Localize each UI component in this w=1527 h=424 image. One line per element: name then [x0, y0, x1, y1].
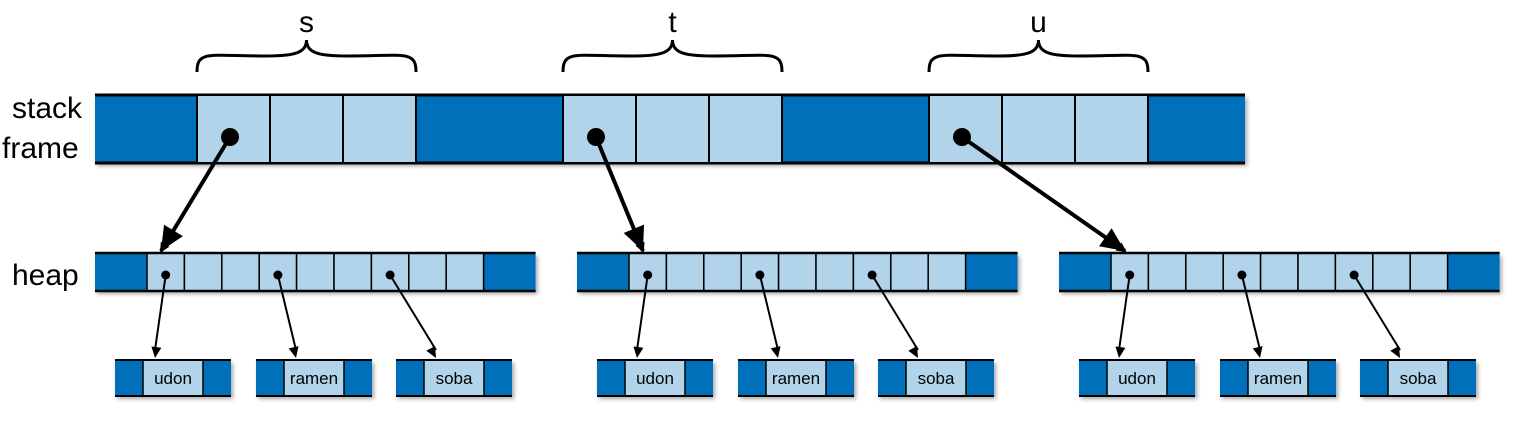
heap-to-string-arrow [1240, 274, 1261, 351]
variable-name: s [299, 6, 314, 39]
heap-to-string-arrow [1118, 274, 1131, 351]
heap-to-string-arrowhead [151, 346, 162, 358]
string-content-cell [624, 359, 686, 397]
string-content-cell [283, 359, 345, 397]
string-text: udon [636, 369, 674, 388]
pointer-arrows [151, 135, 1401, 358]
brace [927, 39, 1150, 73]
stack-cell [1074, 94, 1149, 164]
heap-buffer-t: udon ramen soba [577, 251, 1018, 397]
string-text: soba [1400, 369, 1437, 388]
heap-cell [927, 252, 967, 292]
heap-buffer-u: udon ramen soba [1059, 251, 1500, 397]
string-text: soba [436, 369, 473, 388]
heap-to-string-arrowhead [1252, 346, 1263, 358]
heap-to-string-arrow [276, 274, 297, 351]
heap-cell [1372, 252, 1411, 292]
string-text: ramen [290, 369, 338, 388]
heap-cell [295, 252, 335, 292]
stack-to-heap-arrowhead [1099, 228, 1125, 251]
string-udon: udon [115, 359, 231, 397]
string-content-cell [423, 359, 485, 397]
stack-variable-groups: s t u [195, 6, 1150, 164]
stack-frame-label-line1: stack [12, 92, 83, 125]
stack-variable-u: u [927, 6, 1150, 164]
heap-to-string-arrowhead [1390, 345, 1400, 358]
heap-cell [777, 252, 817, 292]
stack-to-heap-arrow [960, 135, 1127, 253]
stack-frame: s t u [95, 6, 1245, 165]
heap-to-string-arrow [1353, 274, 1401, 351]
stack-variable-s: s [195, 6, 418, 164]
string-soba: soba [1360, 359, 1476, 397]
heap-to-string-arrow [758, 274, 779, 351]
heap-to-string-arrow [636, 274, 649, 351]
brace [195, 39, 418, 73]
heap-label: heap [12, 259, 79, 292]
string-ramen: ramen [256, 359, 372, 397]
stack-cell [269, 94, 344, 164]
heap-buffers: udon ramen soba udon ramen soba udon ramen soba [95, 251, 1500, 397]
heap-cell [1259, 252, 1299, 292]
heap-cell [1147, 252, 1187, 292]
string-ramen: ramen [738, 359, 854, 397]
stack-cell [1001, 94, 1076, 164]
heap-cell [665, 252, 705, 292]
heap-to-string-arrow [389, 274, 437, 351]
variable-name: t [668, 6, 677, 39]
heap-cell [890, 252, 929, 292]
string-text: ramen [772, 369, 820, 388]
heap-buffer-s: udon ramen soba [95, 251, 536, 397]
heap-cell [221, 252, 260, 292]
variable-name: u [1030, 6, 1047, 39]
heap-cell [333, 252, 373, 292]
heap-cell [408, 252, 447, 292]
heap-cell [1185, 252, 1224, 292]
heap-to-string-arrowhead [288, 346, 299, 358]
stack-variable-t: t [561, 6, 784, 164]
string-udon: udon [1079, 359, 1195, 397]
stack-cell [635, 94, 710, 164]
heap-cell [1409, 252, 1449, 292]
string-text: ramen [1254, 369, 1302, 388]
stack-cell [342, 94, 417, 164]
heap-to-string-arrowhead [908, 345, 918, 358]
stack-frame-label-line2: frame [2, 132, 79, 165]
heap-to-string-arrow [871, 274, 919, 351]
string-soba: soba [878, 359, 994, 397]
heap-to-string-arrowhead [426, 345, 436, 358]
string-udon: udon [597, 359, 713, 397]
heap-cell [703, 252, 742, 292]
stack-to-heap-arrowhead [623, 224, 645, 251]
heap-cell [146, 252, 186, 292]
heap-to-string-arrowhead [770, 346, 781, 358]
string-text: udon [154, 369, 192, 388]
string-ramen: ramen [1220, 359, 1336, 397]
stack-to-heap-arrowhead [161, 224, 183, 251]
stack-cell [708, 94, 783, 164]
heap-to-string-arrowhead [1115, 346, 1126, 358]
string-content-cell [905, 359, 967, 397]
string-content-cell [765, 359, 827, 397]
string-text: soba [918, 369, 955, 388]
string-text: udon [1118, 369, 1156, 388]
string-soba: soba [396, 359, 512, 397]
heap-to-string-arrowhead [633, 346, 644, 358]
heap-to-string-arrow [154, 274, 167, 351]
heap-cell [183, 252, 223, 292]
brace [561, 39, 784, 73]
heap-cell [815, 252, 855, 292]
heap-cell [1297, 252, 1337, 292]
heap-cell [445, 252, 485, 292]
